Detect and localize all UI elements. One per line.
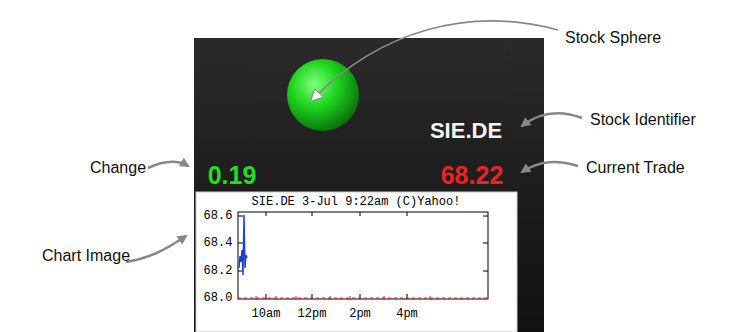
callout-arrows [126, 21, 582, 262]
x-axis-label: 2pm [349, 308, 371, 320]
x-axis-label: 12pm [298, 308, 327, 320]
y-axis-label: 68.0 [204, 292, 233, 304]
y-axis-label: 68.4 [204, 237, 233, 249]
callout-label: Stock Identifier [590, 112, 696, 128]
y-axis-label: 68.2 [204, 265, 233, 277]
chart-title: SIE.DE 3-Jul 9:22am (C)Yahoo! [252, 196, 461, 208]
change-value: 0.19 [208, 163, 257, 188]
callout-label: Chart Image [42, 248, 130, 264]
y-axis-label: 68.6 [204, 210, 233, 222]
x-axis-label: 4pm [396, 308, 418, 320]
callout-label: Current Trade [586, 160, 685, 176]
widget-panel [194, 38, 544, 332]
chart-plot [238, 212, 488, 300]
callout-label: Change [90, 160, 146, 176]
stock-identifier: SIE.DE [430, 120, 502, 142]
x-axis-label: 10am [252, 308, 281, 320]
chart-background [196, 192, 517, 332]
callout-label: Stock Sphere [565, 30, 661, 46]
stock-sphere [287, 59, 359, 131]
current-trade-value: 68.22 [441, 163, 504, 188]
